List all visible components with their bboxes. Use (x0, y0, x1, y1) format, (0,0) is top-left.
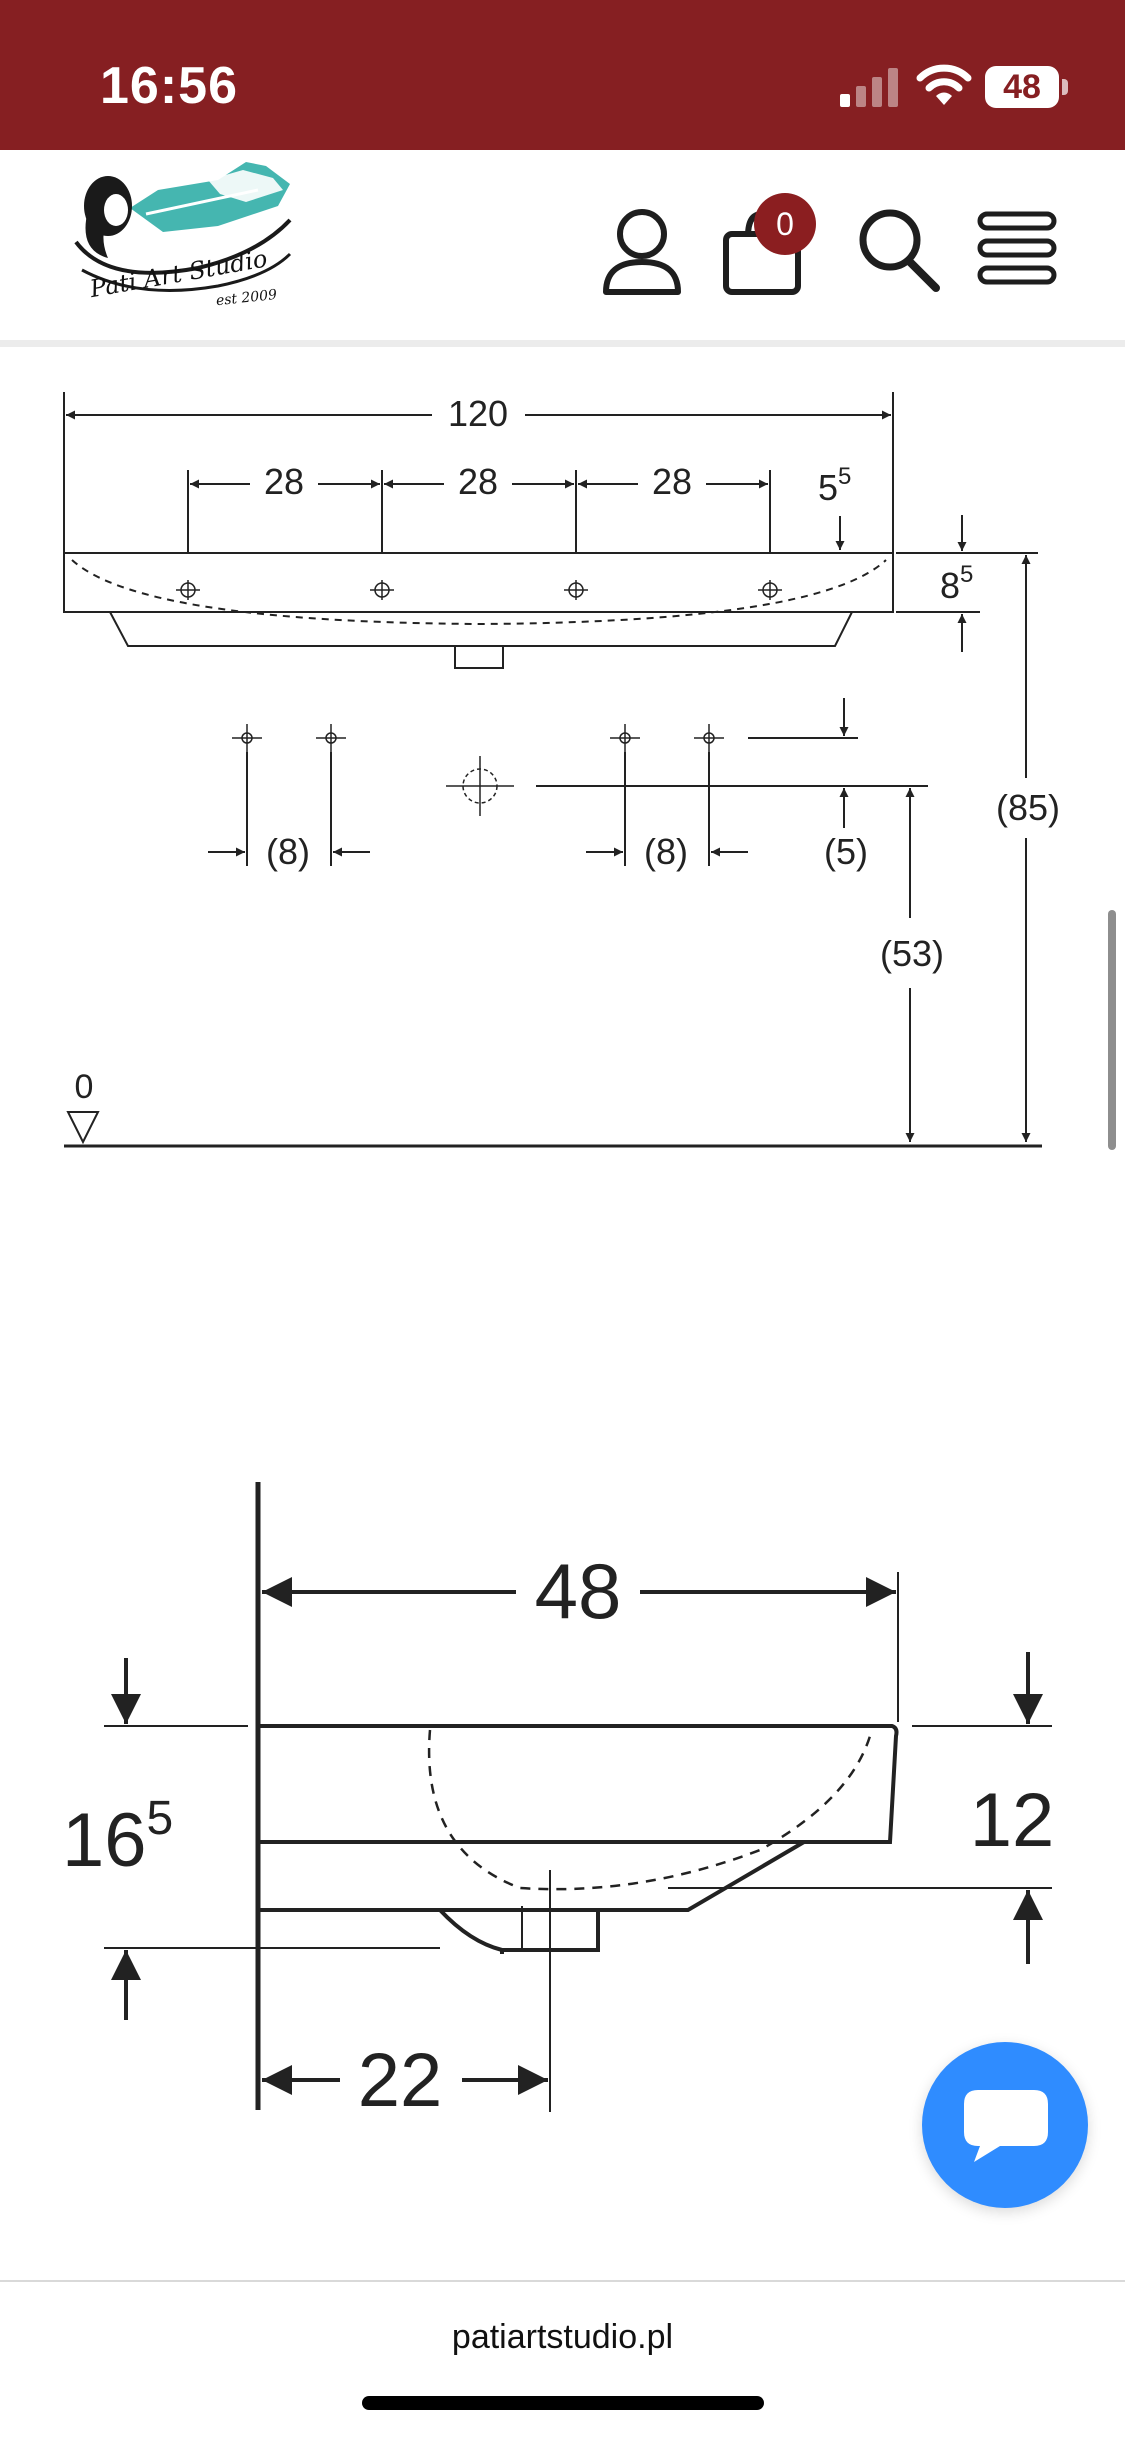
browser-bottom-bar (0, 2280, 1125, 2438)
logo-tagline: est 2009 (215, 287, 278, 309)
battery-indicator: 48 (985, 66, 1069, 108)
dim-spacing-2: 28 (458, 461, 498, 502)
dim-edge-offset: 55 (818, 463, 851, 508)
dim-bowl-height: 12 (970, 1778, 1055, 1863)
search-icon[interactable] (856, 206, 942, 294)
battery-icon (985, 66, 1059, 108)
dim-spacing-1: 28 (264, 461, 304, 502)
dim-depth: 48 (535, 1547, 622, 1635)
floor-level-label: 0 (75, 1068, 94, 1106)
home-indicator[interactable] (362, 2396, 764, 2410)
dim-rim-height: 85 (940, 561, 973, 606)
battery-level: 48 (1003, 68, 1041, 106)
battery-cap (1062, 79, 1068, 95)
chat-bubble-icon (964, 2090, 1048, 2162)
dim-spacing-3: 28 (652, 461, 692, 502)
header-divider (0, 340, 1125, 347)
dim-overall-width: 120 (448, 393, 508, 434)
dim-tap-spacing-left: (8) (266, 831, 310, 872)
account-icon[interactable] (600, 204, 684, 296)
dim-tap-offset: (5) (824, 831, 868, 872)
product-technical-drawing: 120 28 28 28 55 85 (8) (8) (5) (53) (85)… (62, 392, 1060, 2123)
dim-tap-spacing-right: (8) (644, 831, 688, 872)
dim-waste-offset: 22 (358, 2038, 443, 2123)
site-logo[interactable]: Pati Art Studio est 2009 (68, 150, 298, 320)
cart-count-badge: 0 (754, 193, 816, 255)
address-url[interactable]: patiartstudio.pl (451, 2318, 674, 2356)
dim-side-height: 165 (62, 1792, 173, 1883)
wifi-icon (916, 64, 972, 105)
page-scrollbar[interactable] (1108, 910, 1116, 1150)
status-time: 16:56 (100, 57, 238, 115)
front-view-dimension-labels: 120 28 28 28 55 85 (8) (8) (5) (53) (85)… (75, 393, 1060, 1106)
menu-icon[interactable] (976, 208, 1058, 288)
cellular-signal-icon (840, 68, 898, 107)
side-view-drawing (104, 1482, 1052, 2112)
status-bar: 16:56 48 (0, 0, 1125, 150)
side-view-dimension-labels: 48 165 12 22 (62, 1547, 1054, 2123)
site-header (0, 150, 1125, 345)
dim-total-height: (85) (996, 787, 1060, 828)
dim-waste-height: (53) (880, 933, 944, 974)
chat-button[interactable] (922, 2042, 1088, 2208)
front-view-drawing (63, 392, 1042, 1148)
